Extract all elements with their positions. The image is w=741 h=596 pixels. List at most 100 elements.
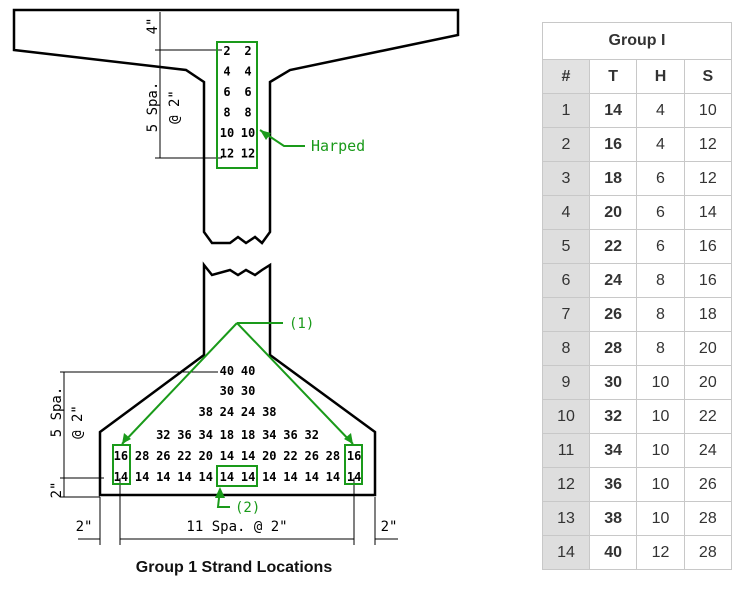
row-h: 6 [636,229,685,264]
bottom-strand-number: 30 [241,384,255,398]
bottom-strand-number: 26 [304,449,318,463]
harped-strand-number: 2 [244,44,251,58]
row-s: 20 [683,365,733,400]
row-number: 13 [542,501,590,536]
harped-strand-number: 12 [220,147,234,161]
harped-strand-number: 4 [223,65,230,79]
row-number: 5 [542,229,590,264]
bottom-strand-number: 20 [198,449,212,463]
bottom-strand-number: 26 [156,449,170,463]
row-s: 22 [683,399,733,434]
bottom-strand-number: 18 [241,428,255,442]
row-t: 30 [588,365,638,400]
row-h: 8 [636,297,685,332]
row-h: 10 [636,501,685,536]
col-header-number: # [542,59,590,94]
row-number: 1 [542,93,590,128]
bottom-strand-number: 14 [135,470,149,484]
bottom-strand-number: 40 [241,364,255,378]
row-number: 14 [542,535,590,570]
bottom-strand-number: 14 [241,449,255,463]
row-h: 12 [636,535,685,570]
top-flange-outline [12,8,460,245]
harped-box [216,41,258,169]
row-t: 32 [588,399,638,434]
callout-arrowheads [122,130,353,498]
harped-strand-number: 10 [241,126,255,140]
row-number: 7 [542,297,590,332]
bottom-strand-number: 14 [220,470,234,484]
diagram-caption: Group 1 Strand Locations [135,559,333,576]
horizontal-spacing-dim: 11 Spa. @ 2" [186,519,287,535]
row-number: 11 [542,433,590,468]
row-t: 38 [588,501,638,536]
row-t: 16 [588,127,638,162]
bottom-strand-number: 14 [114,470,128,484]
row-t: 22 [588,229,638,264]
bottom-strand-number: 20 [262,449,276,463]
row-s: 28 [683,501,733,536]
row-number: 2 [542,127,590,162]
row-s: 26 [683,467,733,502]
center-callout-box [216,465,258,487]
row-h: 10 [636,467,685,502]
col-header-s: S [683,59,733,94]
row-s: 18 [683,297,733,332]
row-s: 16 [683,263,733,298]
row-number: 12 [542,467,590,502]
harped-strand-number: 12 [241,147,255,161]
left-callout-box [112,444,131,485]
row-h: 8 [636,331,685,366]
bottom-strand-number: 14 [283,470,297,484]
bottom-strand-number: 16 [347,449,361,463]
bottom-strand-number: 36 [177,428,191,442]
row-s: 20 [683,331,733,366]
bottom-strand-number: 14 [347,470,361,484]
row-h: 6 [636,195,685,230]
row-h: 10 [636,433,685,468]
row-s: 16 [683,229,733,264]
bottom-strand-number: 22 [177,449,191,463]
bottom-strand-number: 24 [220,405,234,419]
row-t: 18 [588,161,638,196]
bottom-strand-number: 14 [156,470,170,484]
bottom-strand-number: 18 [220,428,234,442]
row-number: 3 [542,161,590,196]
right-callout-box [344,444,363,485]
row-t: 34 [588,433,638,468]
harp-spacing-dim-b: @ 2" [167,90,183,124]
bottom-strand-number: 24 [241,405,255,419]
row-s: 28 [683,535,733,570]
row-h: 6 [636,161,685,196]
callouts [112,41,363,508]
right-edge-dim: 2" [381,519,398,535]
row-t: 40 [588,535,638,570]
row-number: 10 [542,399,590,434]
row-number: 4 [542,195,590,230]
row-t: 28 [588,331,638,366]
bottom-strand-number: 14 [198,470,212,484]
row-s: 10 [683,93,733,128]
bottom-strand-number: 38 [198,405,212,419]
bottom-strand-number: 16 [114,449,128,463]
bottom-strand-number: 32 [304,428,318,442]
row-t: 24 [588,263,638,298]
note-2-label: (2) [235,500,260,516]
bottom-strand-number: 30 [220,384,234,398]
row-h: 10 [636,365,685,400]
group-table-title: Group I [542,22,732,60]
harp-spacing-dim-a: 5 Spa. [145,82,161,133]
